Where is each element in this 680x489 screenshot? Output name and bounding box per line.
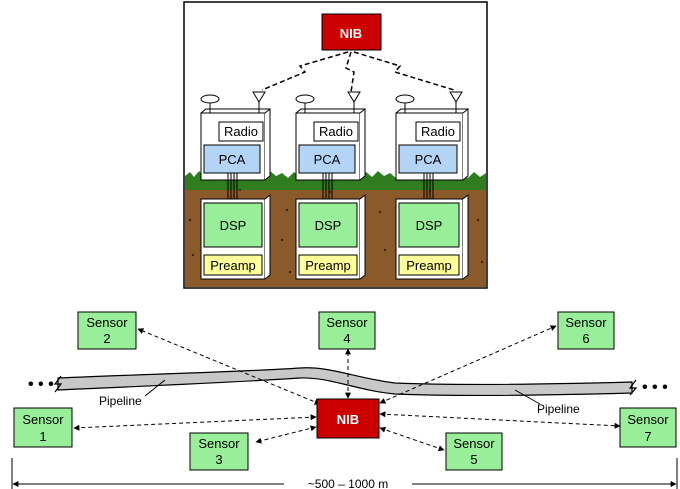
- cable-bundle: [322, 173, 333, 199]
- sensor-node-6: Sensor 6: [557, 311, 615, 350]
- pipeline-continuation-right: • • •: [642, 379, 668, 396]
- sensor-number: 3: [215, 452, 222, 467]
- sensor-node-4: Sensor 4: [318, 311, 376, 350]
- pca-box: [203, 144, 261, 174]
- station-1: Radio PCA DSP Preamp: [200, 91, 271, 280]
- gps-antenna-icon: [395, 94, 415, 104]
- sensor-label: Sensor: [326, 315, 368, 330]
- pca-label: PCA: [415, 152, 442, 167]
- pipeline-break-left: [53, 375, 63, 393]
- sensor-number: 6: [582, 331, 589, 346]
- preamp-label: Preamp: [210, 258, 256, 273]
- radio-label: Radio: [421, 124, 455, 139]
- pipeline-continuation-left: • • •: [28, 376, 54, 393]
- cable-bundle: [423, 173, 434, 199]
- top-nib-label: NIB: [340, 26, 362, 41]
- radio-box: [218, 121, 264, 142]
- pca-box: [298, 144, 356, 174]
- sensor-label: Sensor: [453, 436, 495, 451]
- sensor-label: Sensor: [22, 412, 64, 427]
- dsp-box: [203, 202, 263, 248]
- radio-label: Radio: [319, 124, 353, 139]
- sensor-node-5: Sensor 5: [445, 432, 503, 471]
- sensor-number: 7: [644, 429, 651, 444]
- radio-antenna-icon: [449, 91, 463, 103]
- sensor-number: 2: [103, 331, 110, 346]
- radio-label: Radio: [224, 124, 258, 139]
- radio-box: [415, 121, 461, 142]
- pipeline-break-right: [628, 379, 638, 396]
- sensor-network: • • • • • • Pipeline Pipeline NIB Sensor…: [11, 311, 678, 489]
- sensor-node-1: Sensor 1: [13, 407, 73, 448]
- nib-label: NIB: [337, 412, 359, 427]
- pipeline: [57, 367, 633, 397]
- dsp-label: DSP: [220, 218, 247, 233]
- dsp-box: [398, 202, 460, 248]
- sensor-label: Sensor: [198, 436, 240, 451]
- pca-box: [398, 144, 458, 174]
- sensor-label: Sensor: [627, 412, 669, 427]
- radio-box: [313, 121, 359, 142]
- top-nib-box: [321, 13, 382, 51]
- link-arrows: [73, 325, 621, 452]
- sensor-node-3: Sensor 3: [189, 432, 249, 471]
- preamp-box: [203, 254, 263, 276]
- cable-bundle: [227, 173, 238, 199]
- preamp-label: Preamp: [406, 258, 452, 273]
- nib-box: [316, 398, 380, 439]
- deployment-illustration: NIB Radio PCA DSP: [183, 1, 488, 289]
- sensor-label: Sensor: [86, 315, 128, 330]
- dsp-label: DSP: [416, 218, 443, 233]
- sensor-number: 1: [39, 429, 46, 444]
- sensor-label: Sensor: [565, 315, 607, 330]
- preamp-label: Preamp: [305, 258, 351, 273]
- sensor-node-7: Sensor 7: [619, 407, 677, 448]
- distance-label: ~500 – 1000 m: [308, 477, 388, 489]
- pipeline-label-right: Pipeline: [537, 402, 580, 416]
- sensor-number: 5: [470, 452, 477, 467]
- gps-antenna-icon: [200, 94, 220, 104]
- station-3: Radio PCA DSP Preamp: [395, 91, 469, 280]
- gps-antenna-icon: [295, 94, 315, 104]
- wireless-links: [261, 51, 455, 93]
- radio-antenna-icon: [252, 91, 266, 103]
- preamp-box: [398, 254, 460, 276]
- sensor-node-2: Sensor 2: [77, 311, 137, 350]
- station-2: Radio PCA DSP Preamp: [295, 91, 366, 280]
- pca-label: PCA: [314, 152, 341, 167]
- soil-specks: [188, 189, 484, 274]
- pca-label: PCA: [219, 152, 246, 167]
- dsp-label: DSP: [315, 218, 342, 233]
- radio-antenna-icon: [347, 91, 361, 103]
- dsp-box: [298, 202, 358, 248]
- pipeline-label-left: Pipeline: [99, 394, 142, 408]
- sensor-number: 4: [343, 331, 350, 346]
- preamp-box: [298, 254, 358, 276]
